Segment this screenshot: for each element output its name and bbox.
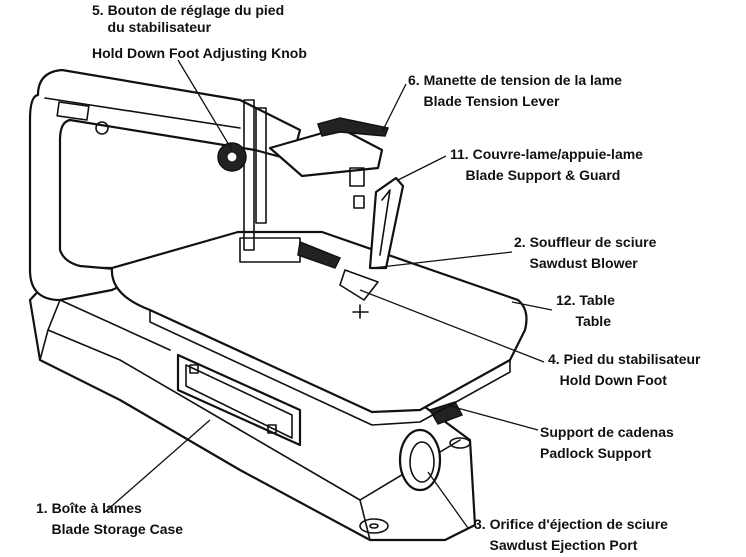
- label-hold-down-knob: 5. Bouton de réglage du pied du stabilis…: [92, 2, 307, 62]
- label-blade-support-guard: 11. Couvre-lame/appuie-lame Blade Suppor…: [450, 146, 643, 184]
- label-sawdust-blower: 2. Souffleur de sciure Sawdust Blower: [514, 234, 656, 272]
- label-line: Table: [556, 313, 611, 329]
- label-table: 12. Table Table: [556, 292, 615, 330]
- tension-lever-assembly: [268, 117, 390, 209]
- label-line: 2. Souffleur de sciure: [514, 234, 657, 250]
- label-blade-storage-case: 1. Boîte à lames Blade Storage Case: [36, 500, 183, 538]
- label-line: 11. Couvre-lame/appuie-lame: [450, 146, 643, 162]
- label-line: 3. Orifice d'éjection de sciure: [474, 516, 668, 532]
- label-line: 1. Boîte à lames: [36, 500, 142, 516]
- label-line: du stabilisateur: [92, 19, 212, 35]
- label-line: Hold Down Foot Adjusting Knob: [92, 45, 307, 61]
- label-line: Padlock Support: [540, 445, 652, 461]
- label-line: Hold Down Foot: [548, 372, 667, 388]
- label-line: 5. Bouton de réglage du pied: [92, 2, 285, 18]
- hold-down-assembly: [217, 99, 379, 319]
- blade-guard: [368, 176, 405, 270]
- label-padlock-support: Support de cadenas Padlock Support: [540, 424, 674, 462]
- leader-lines: [104, 59, 553, 529]
- saw-arm: [28, 68, 302, 302]
- label-line: Blade Tension Lever: [408, 93, 560, 109]
- label-line: 4. Pied du stabilisateur: [548, 351, 701, 367]
- saw-table: [110, 230, 528, 426]
- label-line: Support de cadenas: [540, 424, 674, 440]
- label-line: Blade Support & Guard: [450, 167, 621, 183]
- label-sawdust-ejection-port: 3. Orifice d'éjection de sciure Sawdust …: [474, 516, 668, 554]
- label-tension-lever: 6. Manette de tension de la lame Blade T…: [408, 72, 622, 110]
- label-hold-down-foot: 4. Pied du stabilisateur Hold Down Foot: [548, 351, 701, 389]
- label-line: 6. Manette de tension de la lame: [408, 72, 622, 88]
- label-line: Sawdust Ejection Port: [474, 537, 638, 553]
- label-line: Sawdust Blower: [514, 255, 638, 271]
- label-line: 12. Table: [556, 292, 615, 308]
- label-line: Blade Storage Case: [36, 521, 184, 537]
